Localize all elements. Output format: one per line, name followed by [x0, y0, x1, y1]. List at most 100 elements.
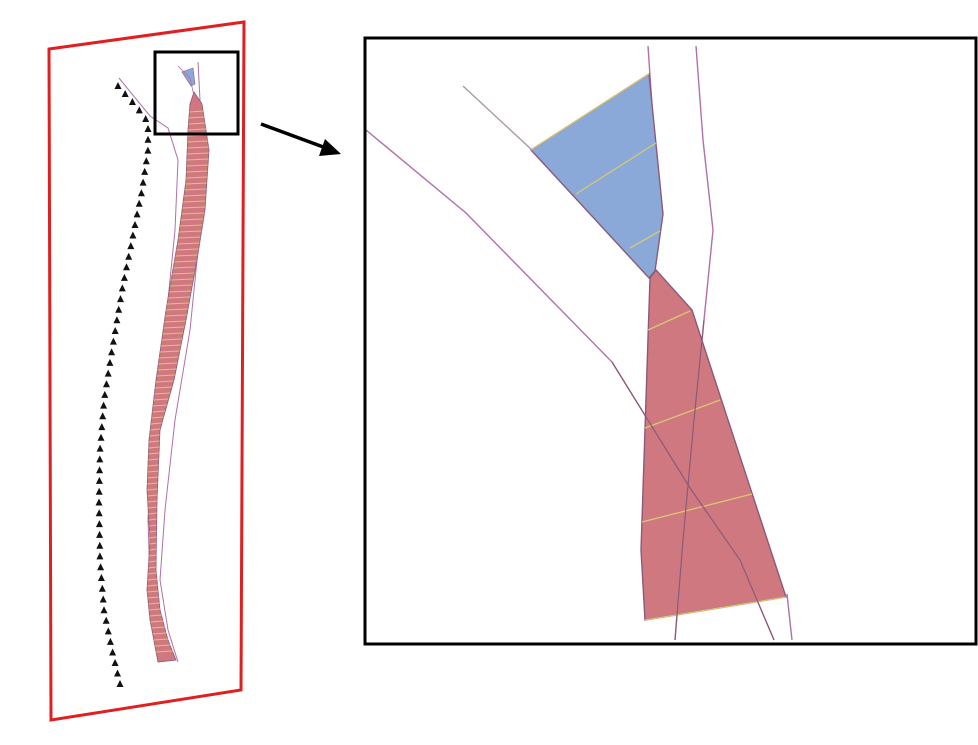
corridor-hatch-line [173, 266, 196, 269]
red-corridor [146, 91, 210, 663]
triangle-marker [96, 541, 104, 549]
triangle-marker [108, 348, 116, 356]
corridor-hatch-line [159, 356, 179, 359]
corridor-hatch-line [187, 146, 209, 149]
zoom-arrow [260, 122, 341, 156]
triangle-marker [123, 263, 130, 271]
zoom-track-line-over [674, 319, 705, 641]
triangle-marker [111, 327, 119, 334]
zoom-track-line-right-3 [786, 593, 793, 641]
corridor-hatch-line [152, 632, 167, 635]
corridor-hatch-line [175, 254, 198, 257]
corridor-hatch-line [147, 464, 159, 467]
triangle-marker [103, 380, 110, 388]
corridor-hatch-line [155, 380, 174, 383]
corridor-hatch-line [166, 302, 189, 305]
triangle-marker [142, 115, 150, 122]
triangle-marker [109, 648, 117, 656]
triangle-marker [139, 178, 147, 186]
overview-frame [47, 20, 246, 722]
triangle-marker [144, 135, 152, 143]
zoom-hatch-red-4 [644, 596, 787, 621]
corridor-hatch-line [174, 260, 197, 263]
corridor-hatch-line [156, 374, 175, 377]
corridor-hatch-line [165, 314, 187, 317]
triangle-marker [135, 106, 143, 114]
triangle-marker [144, 146, 152, 154]
corridor-hatch-line [147, 476, 158, 479]
corridor-hatch-line [148, 560, 157, 563]
triangle-marker [144, 125, 152, 132]
corridor-hatch-line [183, 194, 206, 197]
zoom-hatch-red-3 [641, 493, 753, 523]
triangle-marker [96, 466, 104, 474]
triangle-marker [95, 476, 103, 484]
triangle-marker [113, 316, 121, 324]
corridor-hatch-line [151, 626, 165, 629]
corridor-hatch-line [148, 608, 161, 611]
triangle-marker [96, 455, 104, 463]
corridor-hatch-line [183, 200, 206, 203]
corridor-hatch-line [149, 542, 157, 545]
zoom-hatch-blue-2 [575, 142, 657, 195]
triangle-marker [116, 680, 124, 687]
corridor-hatch-line [187, 128, 207, 131]
corridor-hatch-line [170, 284, 193, 287]
corridor-hatch-line [181, 212, 205, 215]
corridor-hatch-line [178, 236, 201, 239]
corridor-hatch-line [147, 596, 159, 599]
corridor-hatch-line [150, 428, 161, 431]
triangle-marker [99, 595, 107, 603]
triangle-marker [95, 487, 103, 495]
corridor-hatch-line [186, 158, 209, 161]
corridor-hatch-line [165, 308, 188, 311]
triangle-marker [96, 444, 104, 452]
corridor-hatch-line [148, 506, 157, 509]
corridor-hatch-line [156, 650, 173, 653]
triangle-marker [104, 627, 112, 635]
corridor-hatch-line [147, 470, 159, 473]
corridor-hatch-line [179, 224, 203, 227]
triangle-marker [131, 221, 139, 228]
corridor-hatch-line [149, 434, 160, 437]
zoom-arrow-head [319, 139, 341, 156]
corridor-hatch-line [160, 344, 181, 347]
zoom-panel [363, 36, 978, 646]
corridor-hatch-line [147, 572, 157, 575]
triangle-marker [98, 423, 106, 431]
corridor-hatch-line [149, 536, 157, 539]
triangle-marker [133, 210, 141, 218]
triangle-marker [129, 231, 137, 239]
corridor-hatch-line [163, 326, 185, 329]
triangle-marker [96, 530, 104, 538]
triangle-marker [95, 509, 103, 517]
blue-region-edge-overview [177, 65, 195, 97]
corridor-hatch-line [148, 566, 157, 569]
corridor-hatch-line [186, 170, 208, 173]
triangle-marker [100, 606, 108, 614]
corridor-hatch-line [184, 188, 207, 191]
corridor-hatch-line [185, 182, 207, 185]
overview-panel [47, 20, 246, 722]
corridor-hatch-line [155, 386, 172, 389]
corridor-hatch-line [154, 644, 171, 647]
corridor-hatch-line [168, 296, 191, 299]
zoom-indicator-box [153, 50, 240, 136]
corridor-hatch-line [180, 218, 204, 221]
triangle-marker [100, 401, 108, 409]
corridor-hatch-line [148, 602, 160, 605]
corridor-hatch-line [147, 578, 158, 581]
triangle-marker [95, 498, 103, 506]
corridor-hatch-line [149, 548, 157, 551]
corridor-hatch-line [147, 494, 158, 497]
corridor-hatch-line [146, 488, 158, 491]
corridor-hatch-line [147, 500, 158, 503]
corridor-hatch-line [148, 512, 157, 515]
corridor-hatch-line [148, 518, 157, 521]
corridor-hatch-line [148, 446, 160, 449]
corridor-hatch-line [172, 272, 195, 275]
triangle-marker [109, 337, 117, 345]
zoom-panel-frame [363, 36, 978, 646]
triangle-marker [98, 584, 106, 592]
